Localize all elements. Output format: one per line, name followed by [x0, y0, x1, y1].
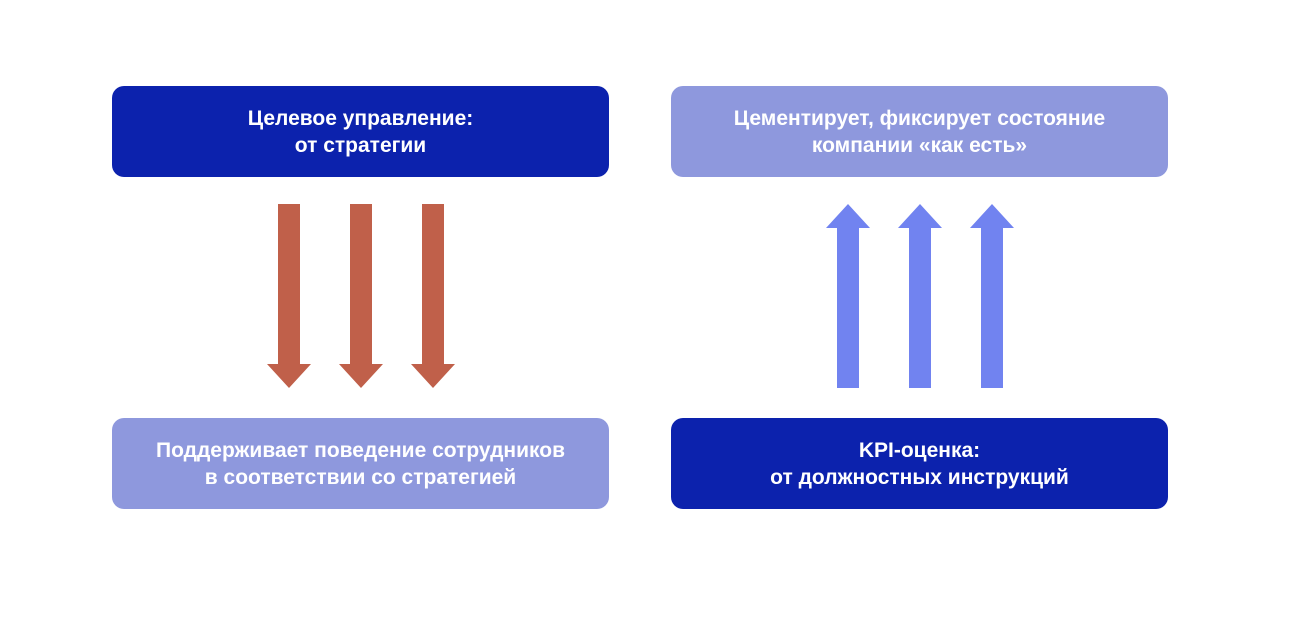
arrow-up-icon — [970, 204, 1014, 388]
arrow-up-icon — [826, 204, 870, 388]
box-targeted-management-line1: Целевое управление: — [247, 106, 474, 130]
box-kpi-assessment-line2: от должностных инструкций — [770, 465, 1069, 489]
box-supports-behavior-line2: в соответствии со стратегией — [204, 465, 517, 489]
box-kpi-assessment-line1: KPI-оценка: — [858, 438, 981, 462]
arrows-down-group — [267, 204, 455, 388]
box-supports-behavior-line1: Поддерживает поведение сотрудников — [156, 438, 565, 462]
arrows-up-group — [826, 204, 1014, 388]
arrow-up-icon — [898, 204, 942, 388]
box-cements-state-line2: компании «как есть» — [811, 133, 1028, 157]
box-cements-state: Цементирует, фиксирует состояние компани… — [671, 86, 1168, 177]
arrow-down-icon — [411, 204, 455, 388]
box-targeted-management: Целевое управление: от стратегии — [112, 86, 609, 177]
box-targeted-management-line2: от стратегии — [294, 133, 427, 157]
arrow-down-icon — [339, 204, 383, 388]
box-kpi-assessment: KPI-оценка: от должностных инструкций — [671, 418, 1168, 509]
box-supports-behavior: Поддерживает поведение сотрудников в соо… — [112, 418, 609, 509]
arrow-down-icon — [267, 204, 311, 388]
box-cements-state-line1: Цементирует, фиксирует состояние — [733, 106, 1106, 130]
